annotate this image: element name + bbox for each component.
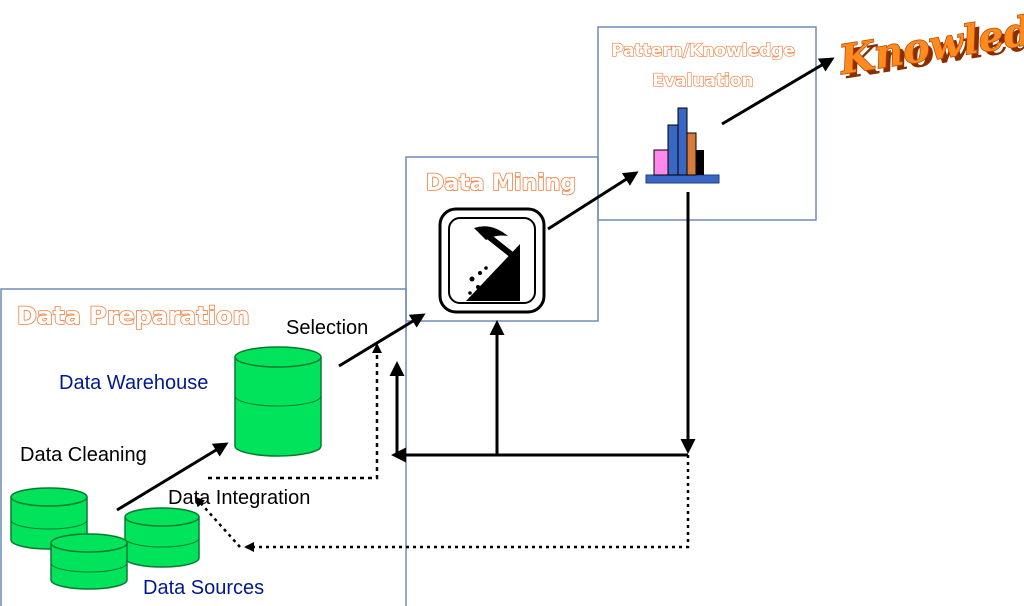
data-preparation-title: Data Preparation — [17, 302, 250, 330]
dotted-feedback-to-integration — [244, 455, 690, 552]
data-source-cylinder-3 — [124, 507, 200, 568]
evaluation-title-line2: Evaluation — [652, 71, 753, 91]
data-integration-label: Data Integration — [168, 487, 310, 509]
bar-chart-icon — [645, 107, 720, 184]
arrow-selection — [338, 313, 426, 368]
data-source-cylinder-2 — [50, 533, 128, 590]
data-warehouse-cylinder — [234, 346, 322, 457]
pickaxe-icon — [438, 207, 546, 314]
arrow-cleaning — [116, 442, 229, 512]
dotted-feedback-to-selection — [208, 343, 382, 480]
data-sources-label: Data Sources — [143, 577, 264, 599]
knowledge-wordart: Knowledge Knowledge — [834, 0, 1024, 88]
arrow-evaluation-to-knowledge — [721, 57, 835, 126]
data-cleaning-label: Data Cleaning — [20, 444, 147, 466]
data-warehouse-label: Data Warehouse — [59, 372, 208, 394]
evaluation-title-line1: Pattern/Knowledge — [611, 41, 795, 61]
arrow-mining-to-evaluation — [547, 171, 639, 231]
data-mining-title: Data Mining — [426, 171, 576, 196]
evaluation-box — [597, 26, 817, 221]
selection-label: Selection — [286, 317, 368, 339]
